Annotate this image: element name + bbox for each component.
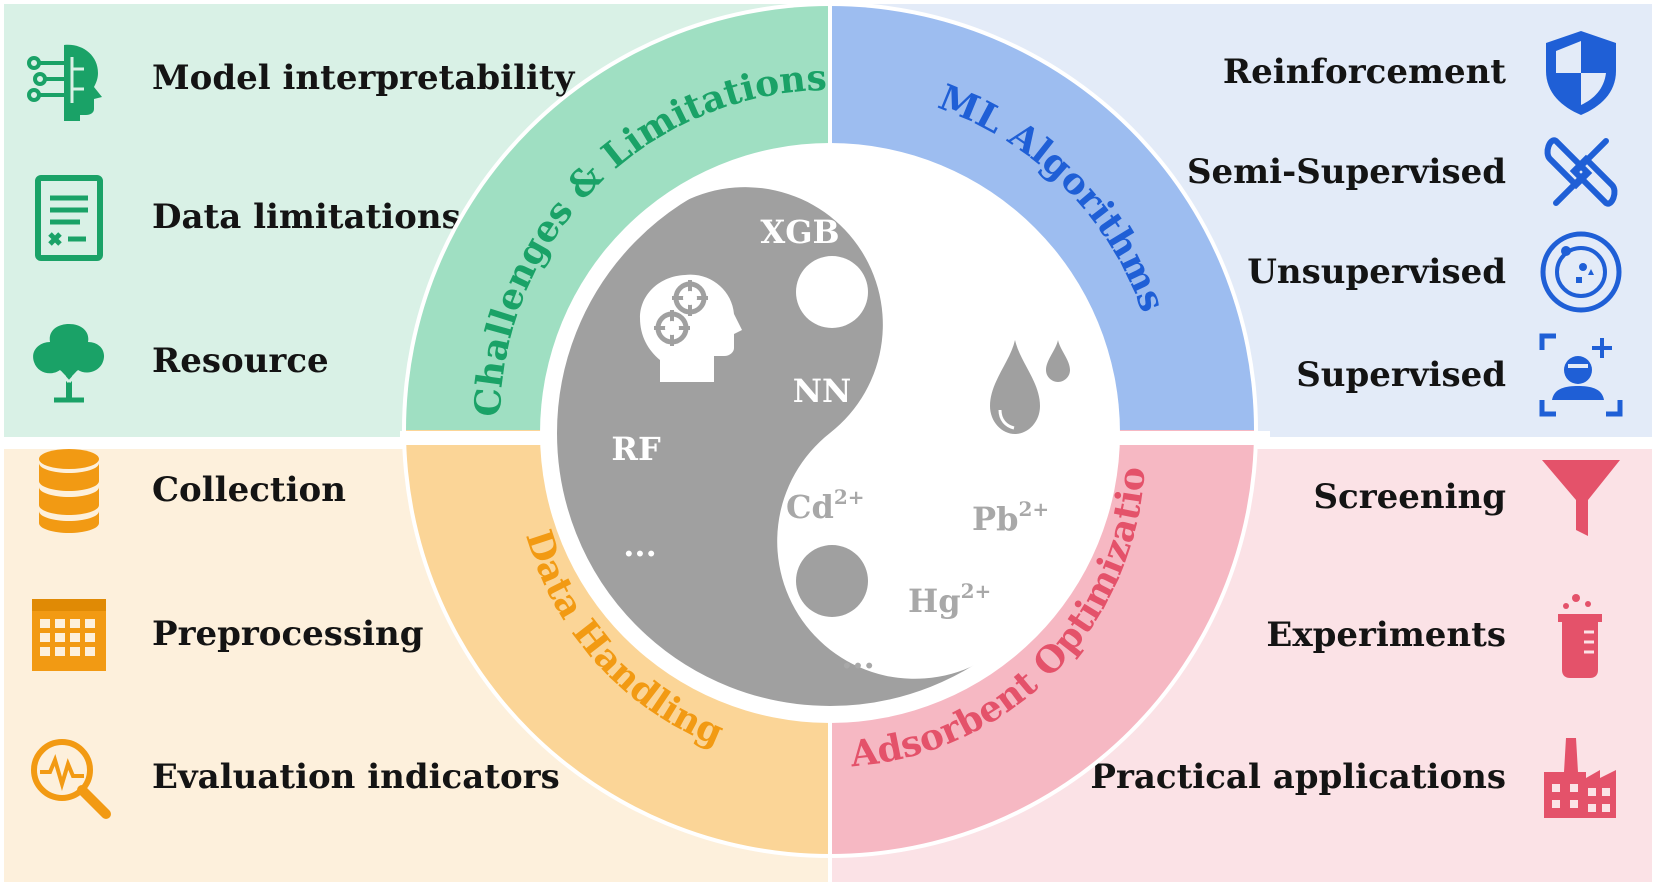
algorithms-item-label: Supervised [1296, 355, 1506, 395]
challenges-item-interpretability: Model interpretability [24, 33, 574, 123]
brain-gears-icon [640, 274, 742, 382]
data-handling-item-label: Evaluation indicators [152, 757, 560, 797]
data-handling-item-collection: Collection [24, 445, 346, 535]
algorithms-item-label: Unsupervised [1247, 252, 1506, 292]
adsorbent-item-label: Experiments [1266, 615, 1506, 655]
challenges-item-label: Resource [152, 341, 329, 381]
adsorbent-item-screening: Screening [1313, 452, 1626, 542]
pb-ion-label: Pb2+ [972, 497, 1049, 538]
rf-label: RF [611, 430, 661, 468]
funnel-icon [1542, 460, 1620, 536]
adsorbent-item-experiments: Experiments [1266, 590, 1626, 680]
yang-gray-dot [796, 545, 868, 617]
cd-ion-label: Cd2+ [786, 485, 865, 526]
adsorbent-item-label: Practical applications [1090, 757, 1506, 797]
challenges-item-label: Data limitations [152, 197, 461, 237]
water-drop-icon [990, 340, 1070, 434]
calendar-grid-icon [32, 599, 106, 671]
tree-icon [33, 324, 105, 403]
metal-more-label: ... [841, 638, 874, 676]
challenges-item-data-limitations: Data limitations [24, 172, 461, 262]
face-scan-icon [1539, 333, 1623, 417]
adsorbent-item-label: Screening [1313, 477, 1506, 517]
algorithms-item-label: Reinforcement [1222, 52, 1506, 92]
yin-white-dot [796, 256, 868, 328]
nn-label: NN [793, 372, 852, 410]
database-icon [39, 449, 99, 533]
ai-head-icon [27, 44, 102, 121]
data-handling-item-label: Collection [152, 470, 346, 510]
data-handling-item-evaluation: Evaluation indicators [24, 732, 560, 822]
algorithms-item-label: Semi-Supervised [1187, 152, 1506, 192]
challenges-item-resource: Resource [24, 316, 329, 406]
beaker-icon [1558, 594, 1602, 678]
adsorbent-item-practical: Practical applications [1090, 732, 1626, 822]
factory-icon [1544, 738, 1616, 818]
algorithms-item-supervised: Supervised [1296, 330, 1626, 420]
document-checklist-icon [35, 175, 103, 261]
data-handling-item-label: Preprocessing [152, 614, 424, 654]
ml-more-label: ... [623, 526, 656, 564]
xgb-label: XGB [760, 213, 839, 251]
hg-ion-label: Hg2+ [908, 579, 991, 620]
magnifier-pulse-icon [31, 739, 111, 819]
data-handling-item-preprocessing: Preprocessing [24, 589, 424, 679]
challenges-item-label: Model interpretability [152, 58, 575, 98]
algorithms-item-reinforcement: Reinforcement [1223, 27, 1626, 117]
link-chain-icon [1544, 137, 1618, 207]
yang-white-half [660, 158, 1105, 679]
algorithms-item-unsupervised: Unsupervised [1247, 227, 1626, 317]
cluster-circle-icon [1540, 231, 1622, 313]
algorithms-item-semi-supervised: Semi-Supervised [1187, 127, 1626, 217]
shield-icon [1546, 31, 1616, 115]
